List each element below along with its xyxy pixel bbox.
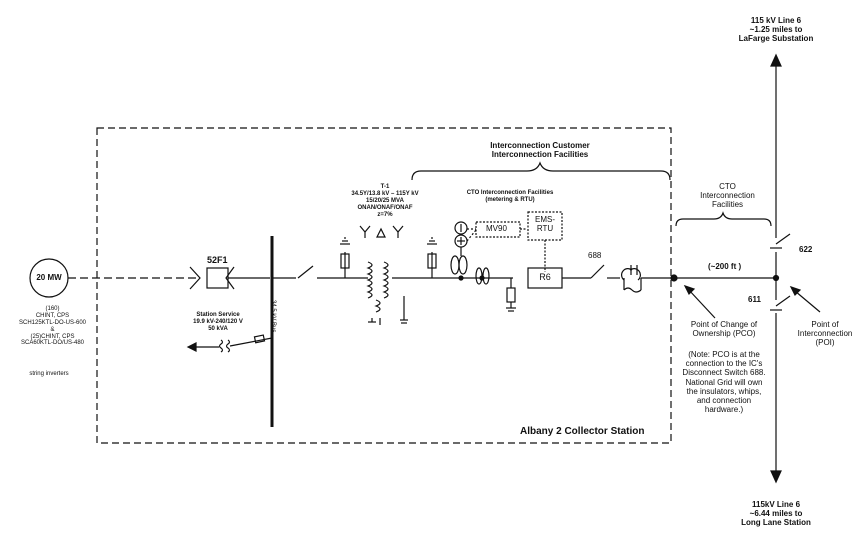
- pco-note: (Note: PCO is at the connection to the I…: [676, 350, 772, 414]
- cto-metering-line: (metering & RTU): [485, 196, 535, 203]
- pco-note-line: connection to the IC's: [685, 359, 763, 369]
- transformer-line: ONAN/ONAF/ONAF: [357, 204, 413, 211]
- pco-line: Ownership (PCO): [692, 329, 756, 339]
- switch-611-label: 611: [748, 295, 761, 304]
- transformer-line: 15/20/25 MVA: [366, 197, 404, 204]
- metering-transformers: [440, 221, 513, 285]
- pco-note-line: (Note: PCO is at the: [688, 350, 760, 359]
- ems-rtu-label: EMS- RTU: [528, 215, 562, 233]
- mv90-label: MV90: [486, 224, 507, 233]
- generator-note-line: &: [50, 326, 55, 333]
- cto-facilities-line: Interconnection: [700, 191, 755, 201]
- pco-line: Point of Change of: [690, 320, 758, 329]
- surge-arrester-1: [340, 237, 350, 278]
- pco-note-line: and connection: [696, 395, 752, 405]
- transformer-line: T-1: [380, 184, 390, 190]
- pco-note-line: Disconnect Switch 688.: [682, 368, 766, 378]
- line-north-line: 115 kV Line 6: [750, 16, 802, 25]
- generator-note-line: SCA60KTL-DO/US-480: [20, 340, 85, 347]
- generator-note-line: (25)CHINT, CPS: [30, 333, 75, 340]
- line-south-line: Long Lane Station: [741, 518, 811, 528]
- poi-label: Point of Interconnection (POI): [788, 320, 862, 348]
- station-service-feed: [186, 334, 273, 353]
- line-south-line: 115kV Line 6: [751, 500, 801, 509]
- station-service-label: Station Service 19.9 kV-240/120 V 50 kVA: [178, 312, 258, 333]
- line-north-line: ~1.25 miles to: [749, 25, 803, 35]
- poi-line: (POI): [815, 338, 835, 348]
- customer-facilities-label: Interconnection Customer Interconnection…: [470, 141, 610, 159]
- line-trap: [621, 265, 675, 293]
- pco-label: Point of Change of Ownership (PCO): [676, 320, 772, 338]
- station-service-line: Station Service: [196, 312, 240, 318]
- transformer-line: z=7%: [377, 211, 393, 218]
- ems-rtu-line: EMS-: [535, 215, 555, 224]
- cto-metering-label: CTO Interconnection Facilities (metering…: [460, 190, 560, 204]
- cto-facilities-line: Facilities: [711, 200, 744, 210]
- generator-note-line: SCH125KTL-DO-US-600: [18, 319, 87, 326]
- generator-label: 20 MW: [36, 273, 62, 282]
- line-north-line: LaFarge Substation: [738, 34, 814, 44]
- customer-facilities-line: Interconnection Facilities: [491, 150, 589, 160]
- mv90-box: [475, 221, 521, 238]
- pco-note-line: National Grid will own: [685, 377, 763, 387]
- station-title: Albany 2 Collector Station: [520, 426, 645, 437]
- switch-688-label: 688: [588, 251, 602, 260]
- transformer-t1: [359, 225, 408, 325]
- relay-label: R6: [539, 272, 551, 282]
- switch-688: [590, 264, 605, 279]
- inverter-note: string inverters: [29, 371, 69, 377]
- customer-facilities-line: Interconnection Customer: [490, 141, 590, 150]
- breaker-label: 52F1: [207, 255, 228, 265]
- distance-label: (~200 ft ): [708, 262, 742, 271]
- poi-line: Interconnection: [797, 329, 853, 339]
- line-south-label: 115kV Line 6 ~6.44 miles to Long Lane St…: [724, 500, 828, 528]
- generator-note-line: (160): [45, 306, 60, 312]
- generator-note-line: CHINT, CPS: [35, 312, 70, 319]
- cto-metering-line: CTO Interconnection Facilities: [466, 190, 554, 196]
- breaker-52f1: [189, 266, 270, 290]
- station-service-line: 50 kVA: [208, 325, 228, 332]
- bus-label: 34.5 kV Bus: [270, 300, 276, 333]
- pco-note-line: the insulators, whips,: [686, 386, 762, 396]
- ems-rtu-line: RTU: [536, 224, 554, 234]
- surge-arrester-3: [506, 278, 516, 312]
- line-north-label: 115 kV Line 6 ~1.25 miles to LaFarge Sub…: [724, 16, 828, 44]
- pco-note-line: hardware.): [704, 405, 744, 415]
- customer-facilities-brace: [411, 161, 671, 181]
- transformer-line: 34.5Y/13.8 kV – 115Y kV: [351, 190, 419, 197]
- surge-arrester-2: [427, 237, 437, 278]
- generator-note: (160) CHINT, CPS SCH125KTL-DO-US-600 & (…: [0, 306, 105, 347]
- cto-facilities-brace: [675, 211, 772, 227]
- poi-line: Point of: [811, 320, 839, 329]
- transformer-label: T-1 34.5Y/13.8 kV – 115Y kV 15/20/25 MVA…: [340, 184, 430, 218]
- station-boundary: [96, 127, 672, 444]
- switch-622-label: 622: [799, 245, 813, 254]
- cto-facilities-line: CTO: [719, 182, 736, 191]
- cto-facilities-label: CTO Interconnection Facilities: [685, 182, 770, 210]
- line-south-line: ~6.44 miles to: [749, 509, 803, 519]
- station-service-line: 19.9 kV-240/120 V: [193, 318, 243, 325]
